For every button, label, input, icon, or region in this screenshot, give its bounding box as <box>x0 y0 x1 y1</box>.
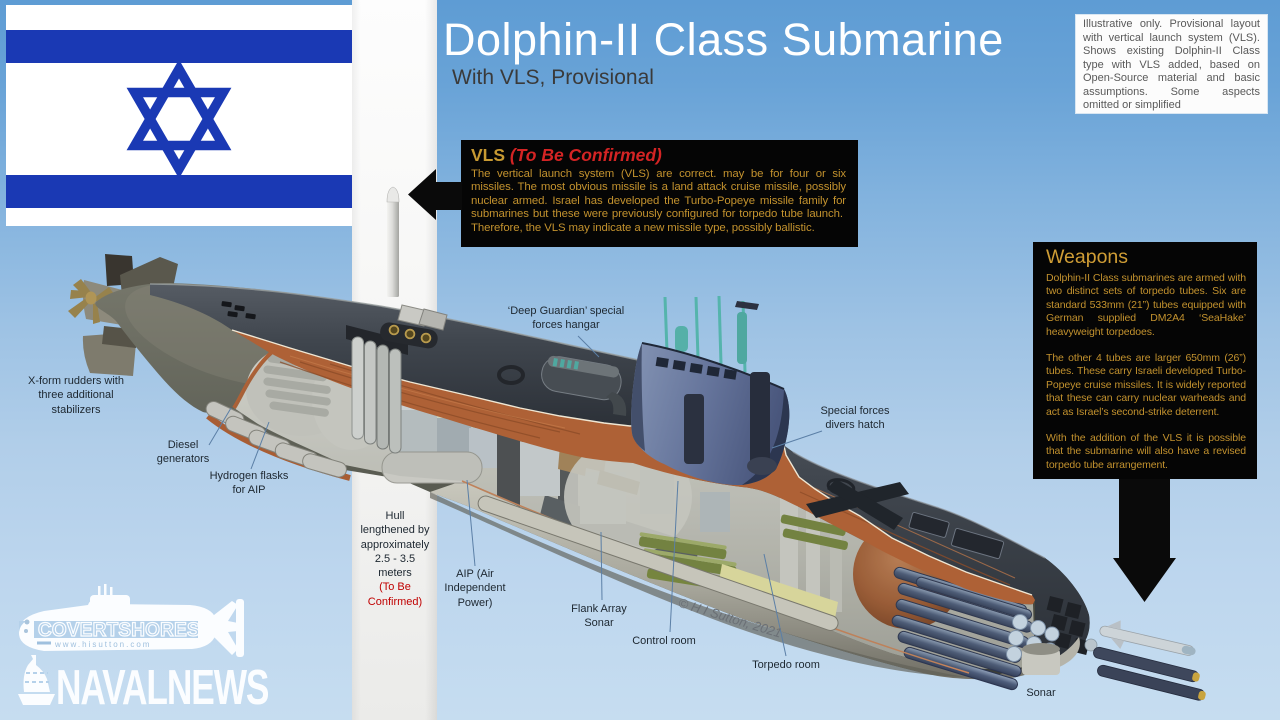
svg-text:www.hisutton.com: www.hisutton.com <box>54 640 151 649</box>
svg-text:NAVALNEWS: NAVALNEWS <box>56 660 268 715</box>
svg-text:COVERTSHORES: COVERTSHORES <box>38 620 200 641</box>
